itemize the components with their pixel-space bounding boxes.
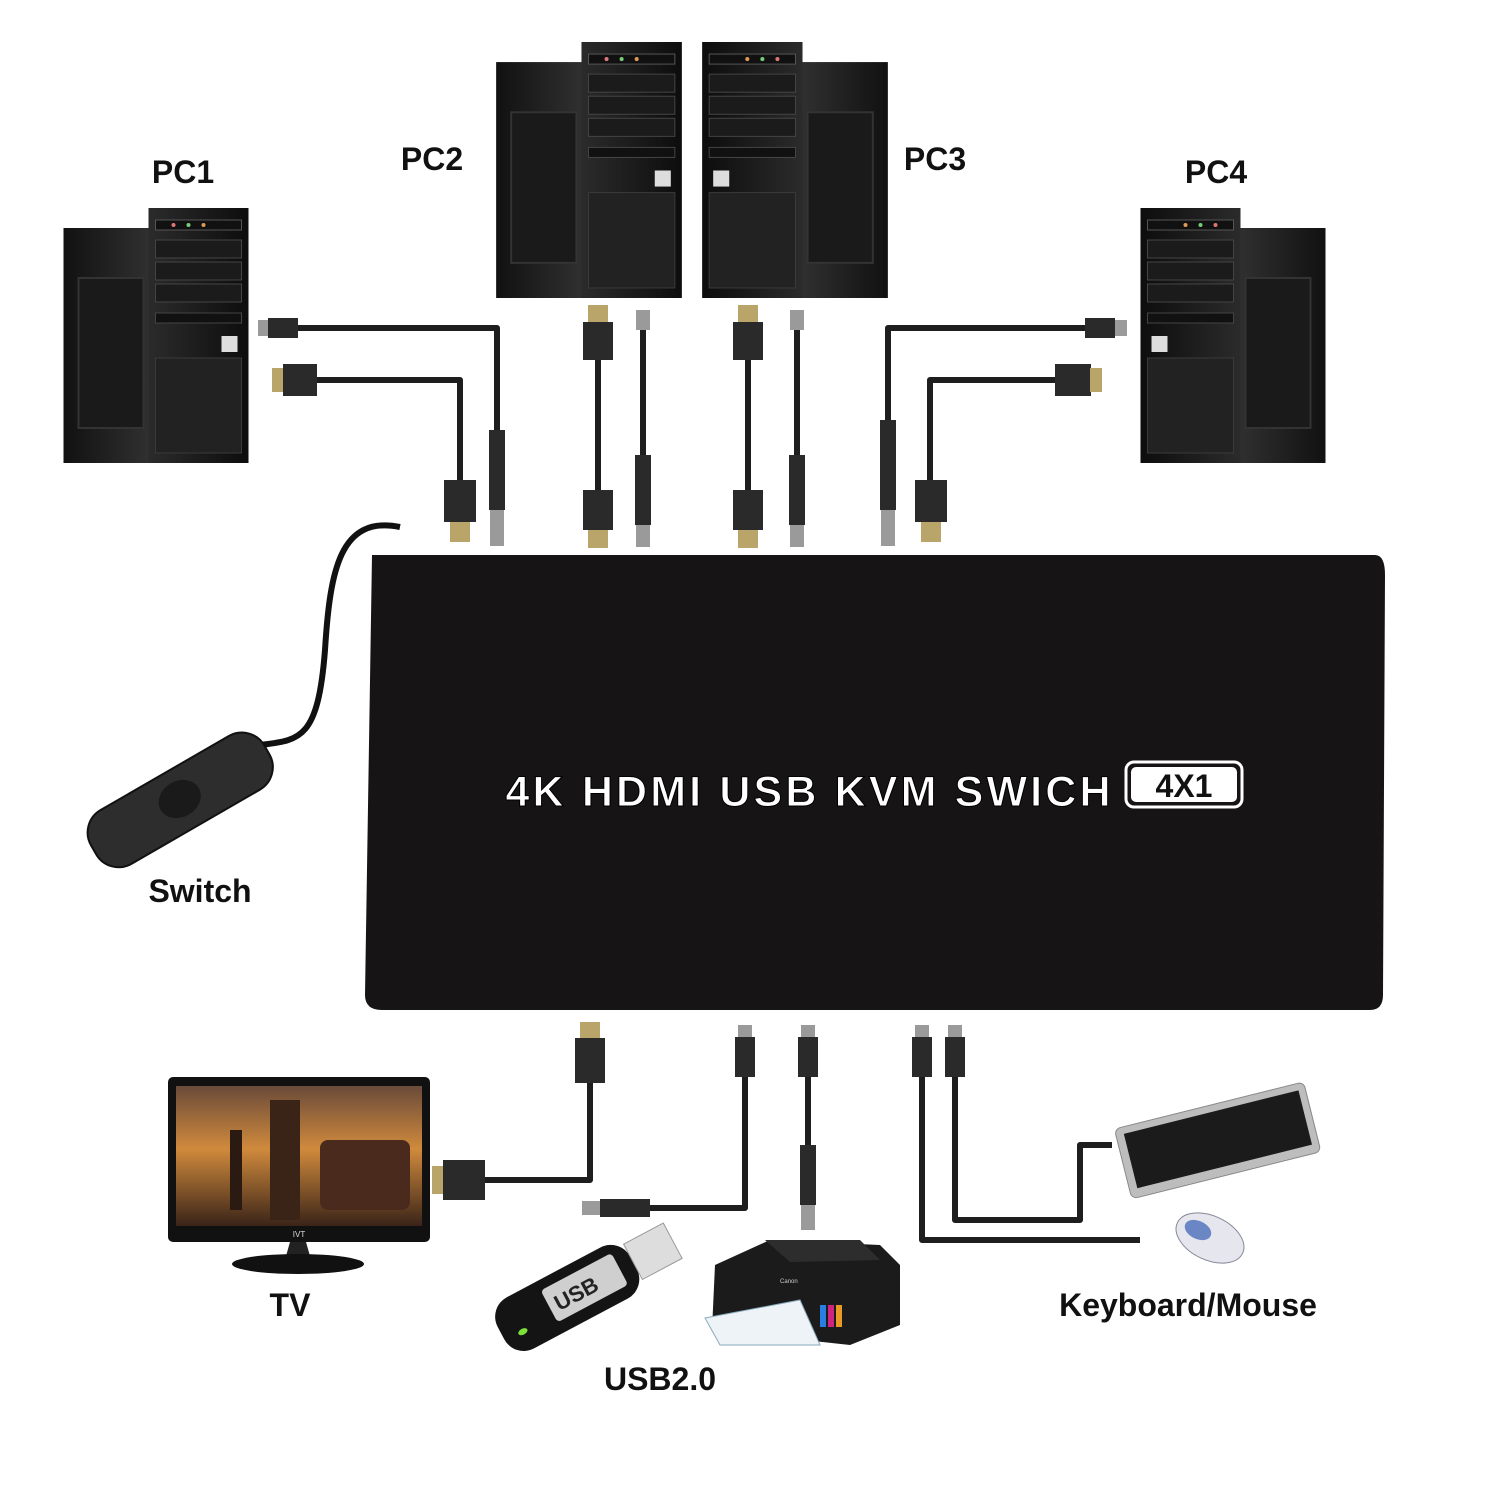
remote-switch[interactable] xyxy=(78,522,401,876)
device-title: 4K HDMI USB KVM SWICH xyxy=(506,768,1111,816)
pc2-tower xyxy=(495,42,683,298)
tv-label: TV xyxy=(270,1287,312,1323)
switch-button[interactable] xyxy=(152,772,208,825)
device-badge-text: 4X1 xyxy=(1156,768,1213,804)
usb-flash-drive: USB xyxy=(495,1222,683,1351)
keyboard-mouse-label: Keyboard/Mouse xyxy=(1059,1287,1317,1323)
printer-brand: Canon xyxy=(780,1279,798,1285)
switch-label: Switch xyxy=(148,873,251,909)
pc3-tower xyxy=(701,42,889,298)
device-badge xyxy=(1124,760,1244,809)
usb-label: USB2.0 xyxy=(604,1361,716,1397)
pc1-label: PC1 xyxy=(152,154,214,190)
kvm-switch-device: 4K HDMI USB KVM SWICH 4X1 xyxy=(365,555,1385,1010)
printer: Canon xyxy=(704,1240,900,1346)
pc4-tower xyxy=(1140,208,1326,463)
pc-cables xyxy=(258,305,1127,548)
tv-monitor: IVT xyxy=(168,1077,430,1274)
pc3-label: PC3 xyxy=(904,141,966,177)
mouse xyxy=(1175,1212,1245,1264)
pc4-label: PC4 xyxy=(1185,154,1247,190)
output-cables xyxy=(432,1022,1140,1243)
pc2-label: PC2 xyxy=(401,141,463,177)
tv-brand: IVT xyxy=(293,1230,306,1239)
keyboard xyxy=(1115,1082,1321,1199)
pc1-tower xyxy=(63,208,249,463)
